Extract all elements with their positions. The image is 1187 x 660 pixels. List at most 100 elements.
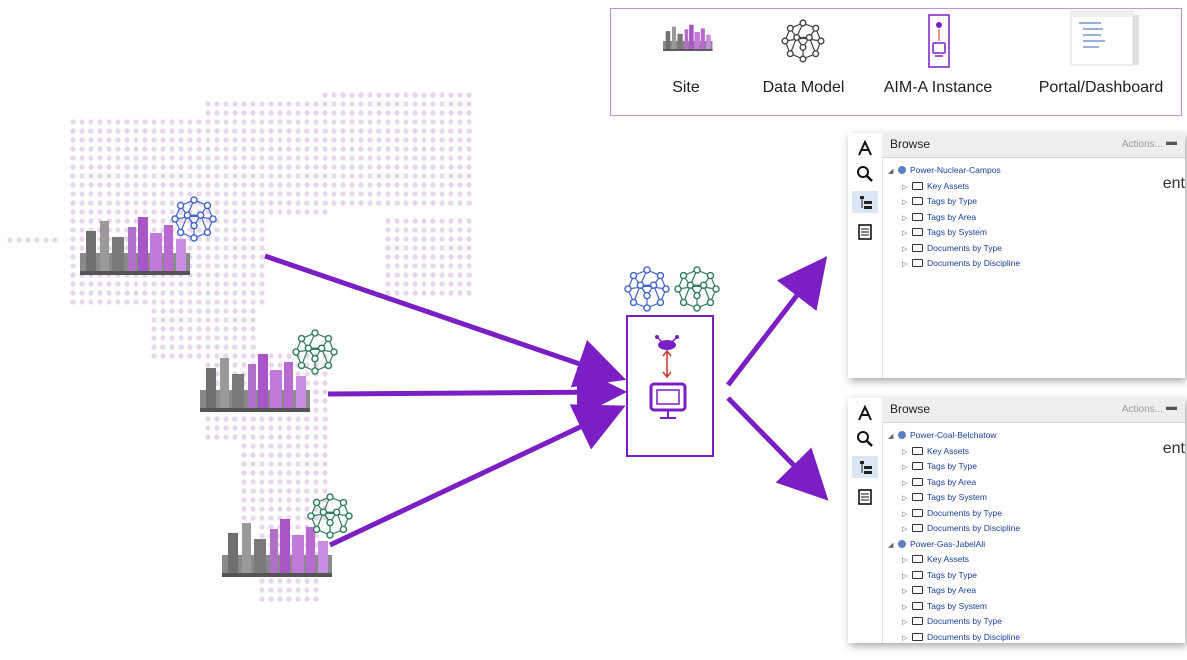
collapsed-triangle-icon[interactable]: ▷ — [902, 526, 908, 533]
search-icon[interactable] — [856, 430, 874, 448]
collapsed-triangle-icon[interactable]: ▷ — [902, 619, 908, 626]
tree-site-node[interactable]: ◢Power-Nuclear-Campos — [888, 163, 1020, 179]
map-dot — [376, 110, 382, 116]
map-dot — [205, 218, 211, 224]
collapsed-triangle-icon[interactable]: ▷ — [902, 214, 908, 222]
tree-folder-node[interactable]: ▷Documents by Type — [888, 241, 1020, 257]
map-dot — [286, 470, 292, 476]
minimize-button[interactable]: ▬ — [1166, 136, 1177, 148]
tree-folder-node[interactable]: ▷Tags by Area — [888, 210, 1020, 226]
map-dot — [259, 281, 265, 287]
tree-site-node[interactable]: ◢Power-Coal-Belchatow — [888, 428, 1020, 444]
tree-folder-node[interactable]: ▷Tags by Type — [888, 194, 1020, 210]
map-dot — [295, 128, 301, 134]
tree-folder-node[interactable]: ▷Tags by System — [888, 490, 1020, 506]
collapsed-triangle-icon[interactable]: ▷ — [902, 495, 908, 502]
map-dot — [412, 155, 418, 161]
collapsed-triangle-icon[interactable]: ▷ — [902, 557, 908, 564]
collapsed-triangle-icon[interactable]: ▷ — [902, 510, 908, 518]
tree-folder-node[interactable]: ▷Documents by Discipline — [888, 521, 1020, 537]
map-dot — [268, 506, 274, 512]
collapsed-triangle-icon[interactable]: ▷ — [902, 199, 908, 206]
map-dot — [115, 200, 121, 206]
collapsed-triangle-icon[interactable]: ▷ — [902, 464, 908, 471]
map-dot — [430, 146, 436, 152]
map-dot — [277, 110, 283, 116]
expanded-triangle-icon[interactable]: ◢ — [888, 168, 894, 175]
map-dot — [88, 281, 94, 287]
tree-folder-node[interactable]: ▷Tags by Type — [888, 568, 1020, 584]
collapsed-triangle-icon[interactable]: ▷ — [902, 448, 908, 456]
site-icon — [222, 519, 332, 577]
collapsed-triangle-icon[interactable]: ▷ — [902, 603, 908, 611]
tree-folder-node[interactable]: ▷Tags by Type — [888, 459, 1020, 475]
map-dot — [223, 173, 229, 179]
tree-node-label: Documents by Discipline — [927, 631, 1021, 642]
map-dot — [205, 164, 211, 170]
map-dot — [286, 506, 292, 512]
map-dot — [412, 200, 418, 206]
expanded-triangle-icon[interactable]: ◢ — [888, 433, 894, 440]
minimize-button[interactable]: ▬ — [1166, 401, 1177, 413]
tree-folder-node[interactable]: ▷Documents by Type — [888, 614, 1020, 630]
tree-folder-node[interactable]: ▷Tags by Area — [888, 583, 1020, 599]
map-dot — [394, 227, 400, 233]
tree-folder-node[interactable]: ▷Key Assets — [888, 179, 1020, 195]
tree-site-node[interactable]: ◢Power-Gas-JabelAli — [888, 537, 1020, 553]
actions-menu[interactable]: Actions... — [1121, 404, 1163, 415]
map-dot — [178, 128, 184, 134]
map-dot — [412, 272, 418, 278]
map-dot — [250, 128, 256, 134]
collapsed-triangle-icon[interactable]: ▷ — [902, 183, 908, 191]
collapsed-triangle-icon[interactable]: ▷ — [902, 634, 908, 642]
map-dot — [376, 200, 382, 206]
map-dot — [466, 263, 472, 269]
map-dot — [268, 425, 274, 431]
collapsed-triangle-icon[interactable]: ▷ — [902, 245, 908, 253]
map-dot — [133, 164, 139, 170]
tree-folder-node[interactable]: ▷ Documents by Discipline — [888, 256, 1020, 272]
collapsed-triangle-icon[interactable]: ▷ — [902, 261, 908, 268]
tree-folder-node[interactable]: ▷ Documents by Discipline — [888, 630, 1020, 644]
collapsed-triangle-icon[interactable]: ▷ — [902, 572, 908, 580]
map-dot — [151, 155, 157, 161]
search-icon[interactable] — [856, 165, 874, 183]
collapsed-triangle-icon[interactable]: ▷ — [902, 230, 908, 237]
map-dot — [151, 137, 157, 143]
tree-folder-node[interactable]: ▷Key Assets — [888, 444, 1020, 460]
tree-folder-node[interactable]: ▷Documents by Type — [888, 506, 1020, 522]
tree-folder-node[interactable]: ▷Key Assets — [888, 552, 1020, 568]
map-dot — [115, 281, 121, 287]
map-dot — [88, 119, 94, 125]
map-dot — [259, 209, 265, 215]
map-dot — [277, 596, 283, 602]
map-dot — [223, 128, 229, 134]
map-dot — [241, 173, 247, 179]
expanded-triangle-icon[interactable]: ◢ — [888, 541, 894, 549]
list-view-icon[interactable] — [856, 223, 874, 241]
map-dot — [241, 200, 247, 206]
tree-view-icon[interactable] — [852, 191, 878, 213]
map-dot — [259, 470, 265, 476]
list-view-icon[interactable] — [856, 488, 874, 506]
map-dot — [268, 443, 274, 449]
map-dot — [394, 236, 400, 242]
tree-folder-node[interactable]: ▷Tags by System — [888, 225, 1020, 241]
map-dot — [376, 92, 382, 98]
collapsed-triangle-icon[interactable]: ▷ — [902, 479, 908, 487]
tree-folder-node[interactable]: ▷Tags by Area — [888, 475, 1020, 491]
tree-view-icon[interactable] — [852, 456, 878, 478]
map-dot — [250, 317, 256, 323]
map-dot — [160, 191, 166, 197]
map-dot — [322, 164, 328, 170]
map-dot — [151, 308, 157, 314]
map-dot — [367, 200, 373, 206]
tree-node-label: Documents by Discipline — [927, 258, 1021, 268]
actions-menu[interactable]: Actions... — [1121, 139, 1163, 150]
map-dot — [142, 200, 148, 206]
tree-folder-node[interactable]: ▷Tags by System — [888, 599, 1020, 615]
collapsed-triangle-icon[interactable]: ▷ — [902, 588, 908, 595]
map-dot — [106, 191, 112, 197]
map-dot — [457, 128, 463, 134]
